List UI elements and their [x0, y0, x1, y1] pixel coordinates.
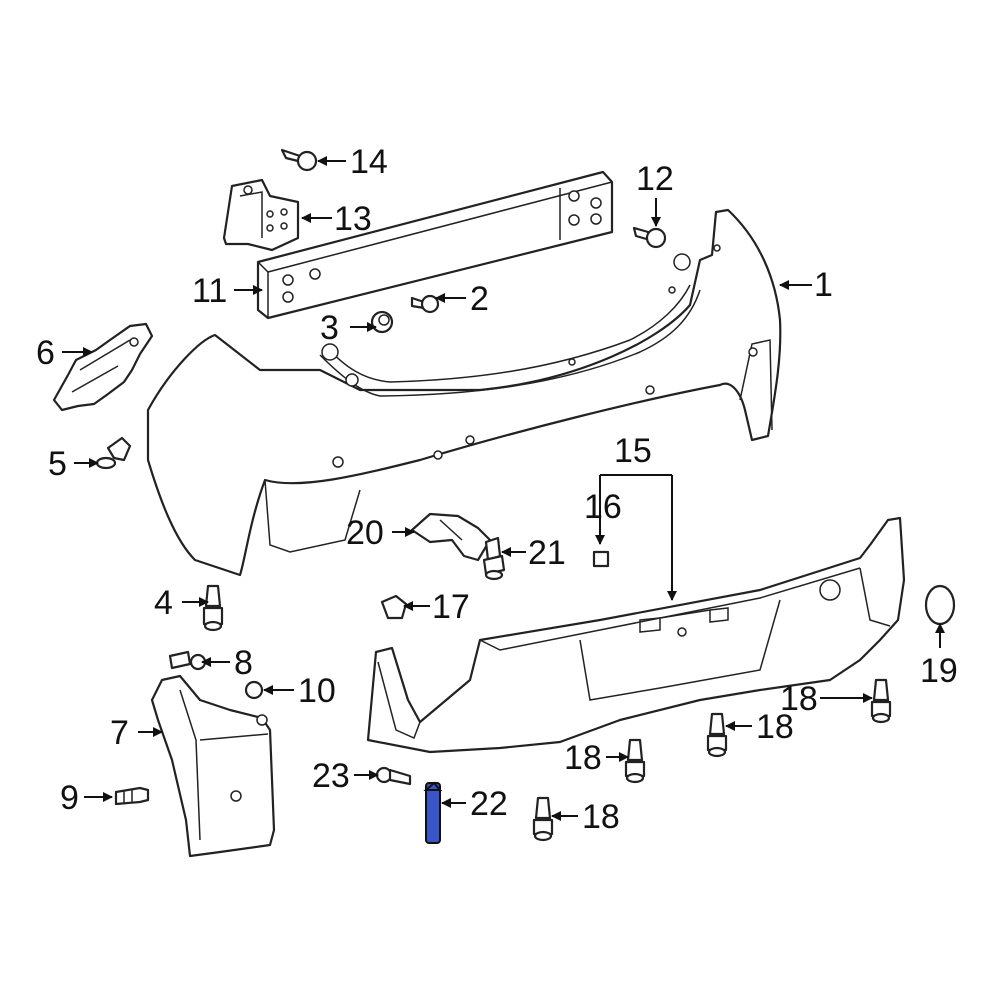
side-mounting-bracket[interactable] — [150, 674, 276, 858]
lower-diffuser[interactable] — [366, 516, 906, 754]
callout-14: 14 — [350, 143, 388, 181]
reflector-22[interactable] — [423, 781, 443, 844]
retainer-21[interactable] — [482, 536, 506, 581]
bolt-23[interactable] — [375, 766, 412, 786]
side-retainer-bracket[interactable] — [52, 322, 154, 412]
callout-1: 1 — [814, 266, 833, 304]
callout-12: 12 — [636, 160, 674, 198]
nut-10[interactable] — [244, 680, 264, 700]
retainer-18-c[interactable] — [624, 738, 646, 784]
callout-labels: 1 2 3 4 5 6 7 8 9 10 11 12 13 14 15 16 1… — [36, 143, 958, 836]
grommet-8[interactable] — [168, 650, 207, 671]
callout-20: 20 — [346, 514, 384, 552]
callout-2: 2 — [470, 280, 489, 318]
bolt-9[interactable] — [114, 786, 150, 806]
callout-15: 15 — [614, 432, 652, 470]
callout-23: 23 — [312, 757, 350, 795]
callout-7: 7 — [110, 714, 129, 752]
retainer-18-a[interactable] — [870, 678, 892, 724]
callout-5: 5 — [48, 445, 67, 483]
callout-16: 16 — [584, 488, 622, 526]
bumper-cover[interactable] — [146, 208, 782, 577]
retainer-18-d[interactable] — [532, 796, 554, 842]
callout-9: 9 — [60, 779, 79, 817]
clip-17[interactable] — [380, 594, 408, 620]
nut-3[interactable] — [370, 310, 394, 334]
callout-8: 8 — [234, 644, 253, 682]
callout-11: 11 — [192, 272, 227, 310]
callout-18-c: 18 — [564, 739, 602, 777]
callout-18-a: 18 — [780, 680, 818, 718]
push-retainer-4[interactable] — [202, 584, 224, 632]
callout-10: 10 — [298, 672, 336, 710]
bracket-20[interactable] — [410, 512, 492, 562]
callout-17: 17 — [432, 588, 470, 626]
callout-22: 22 — [470, 785, 508, 823]
callout-21: 21 — [528, 534, 566, 572]
cap-19[interactable] — [924, 584, 956, 626]
callout-4: 4 — [154, 584, 173, 622]
clip-5[interactable] — [95, 436, 132, 470]
retainer-18-b[interactable] — [706, 712, 728, 758]
callout-3: 3 — [320, 309, 339, 347]
bolt-14[interactable] — [280, 148, 318, 172]
callout-13: 13 — [334, 200, 372, 238]
bolt-2[interactable] — [410, 294, 440, 314]
bolt-12[interactable] — [632, 226, 667, 249]
beam-bracket[interactable] — [222, 178, 300, 252]
callout-6: 6 — [36, 334, 55, 372]
callout-18-b: 18 — [756, 708, 794, 746]
leader-lines — [62, 156, 945, 821]
callout-18-d: 18 — [582, 798, 620, 836]
nut-16[interactable] — [592, 550, 610, 568]
reinforcement-beam[interactable] — [256, 170, 614, 320]
callout-19: 19 — [920, 652, 958, 690]
